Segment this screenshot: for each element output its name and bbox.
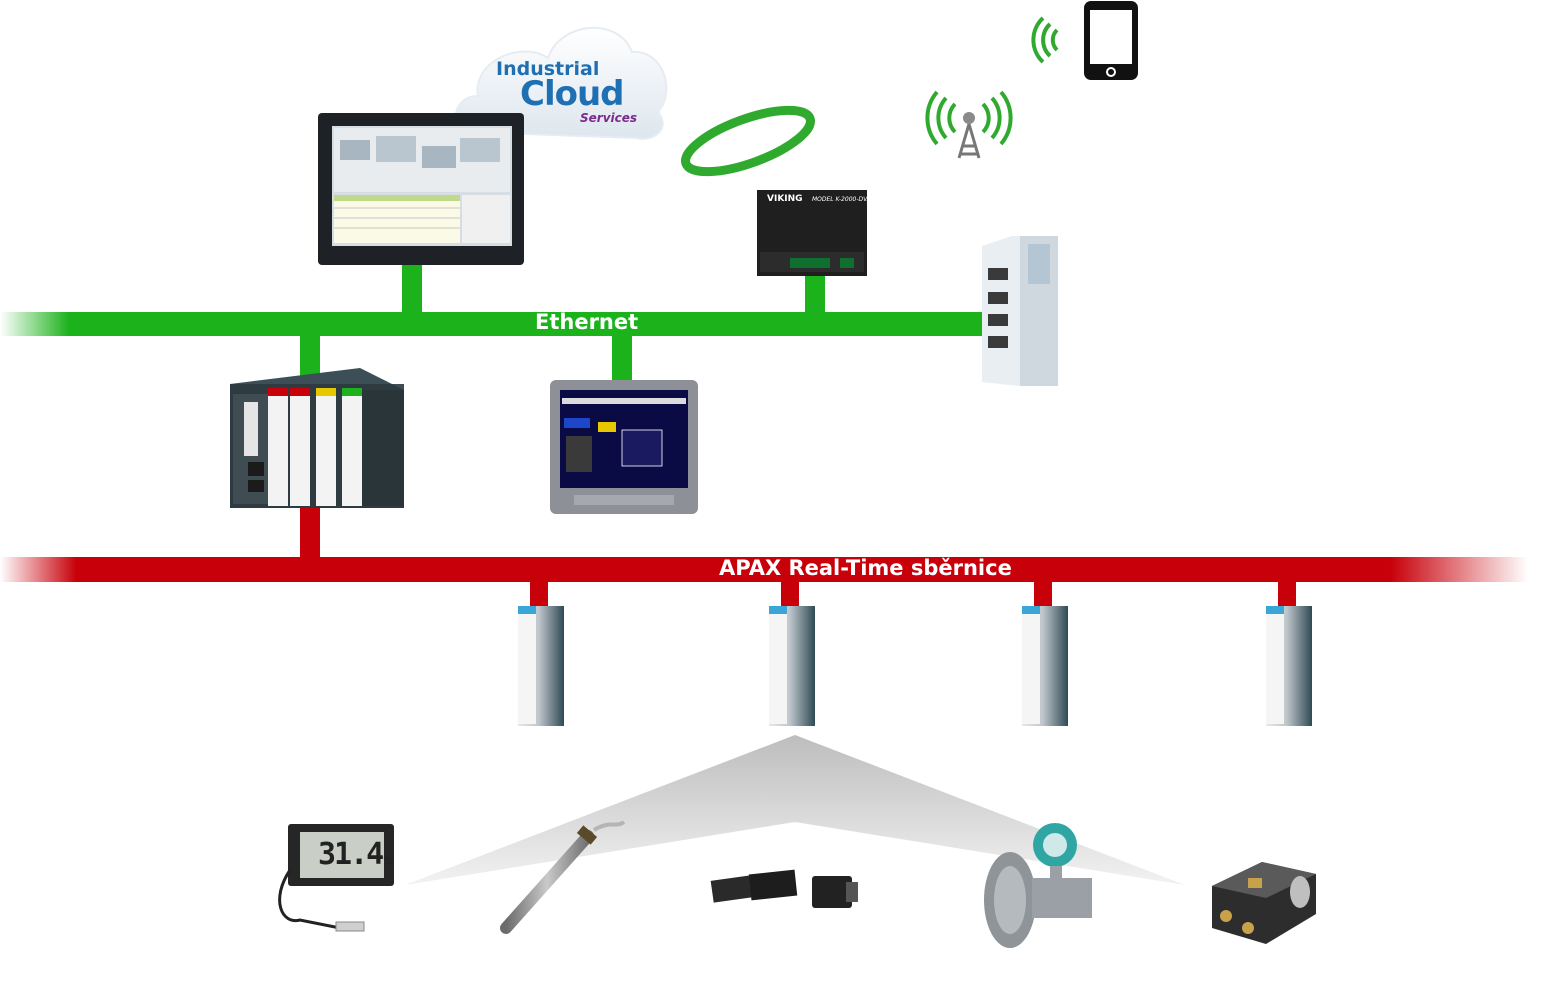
sensor-fan: [405, 735, 1185, 885]
proximity-sensor-device: [710, 869, 858, 908]
cloud-label-industrial: Industrial: [496, 58, 600, 80]
ethernet-label: Ethernet: [535, 310, 639, 334]
io-module-3: [1022, 606, 1068, 726]
ethernet-bus: [0, 258, 988, 386]
valve-block-device: [1212, 862, 1316, 944]
panel-pc-device: [318, 113, 524, 265]
apax-controller-device: [230, 368, 404, 508]
temperature-probe-device: [500, 820, 626, 934]
cloud-label-cloud: Cloud: [520, 74, 625, 114]
voice-dialer-device: [757, 190, 867, 276]
industrial-cloud-icon: [454, 27, 668, 140]
pressure-transmitter-device: [984, 823, 1092, 948]
viking-model: MODEL K-2000-DVA: [812, 196, 871, 203]
io-module-1: [518, 606, 564, 726]
io-module-2: [769, 606, 815, 726]
apax-bus: [0, 508, 1528, 606]
ethernet-switch-device: [982, 236, 1058, 386]
lcd-unit: °c: [382, 854, 393, 867]
apax-bus-label: APAX Real-Time sběrnice: [719, 556, 1012, 580]
radio-tower-icon: [925, 90, 1013, 159]
lcd-thermometer-device: [278, 824, 394, 932]
cloud-label-services: Services: [580, 111, 638, 125]
viking-brand: VIKING: [767, 194, 803, 204]
hmi-panel-device: [550, 380, 698, 514]
wireless-swoosh-icon: [681, 105, 815, 177]
lcd-reading: 31.4°c: [318, 837, 394, 872]
lcd-value: 31.4: [318, 837, 384, 872]
io-module-4: [1266, 606, 1312, 726]
smartphone-icon: [1031, 1, 1138, 80]
